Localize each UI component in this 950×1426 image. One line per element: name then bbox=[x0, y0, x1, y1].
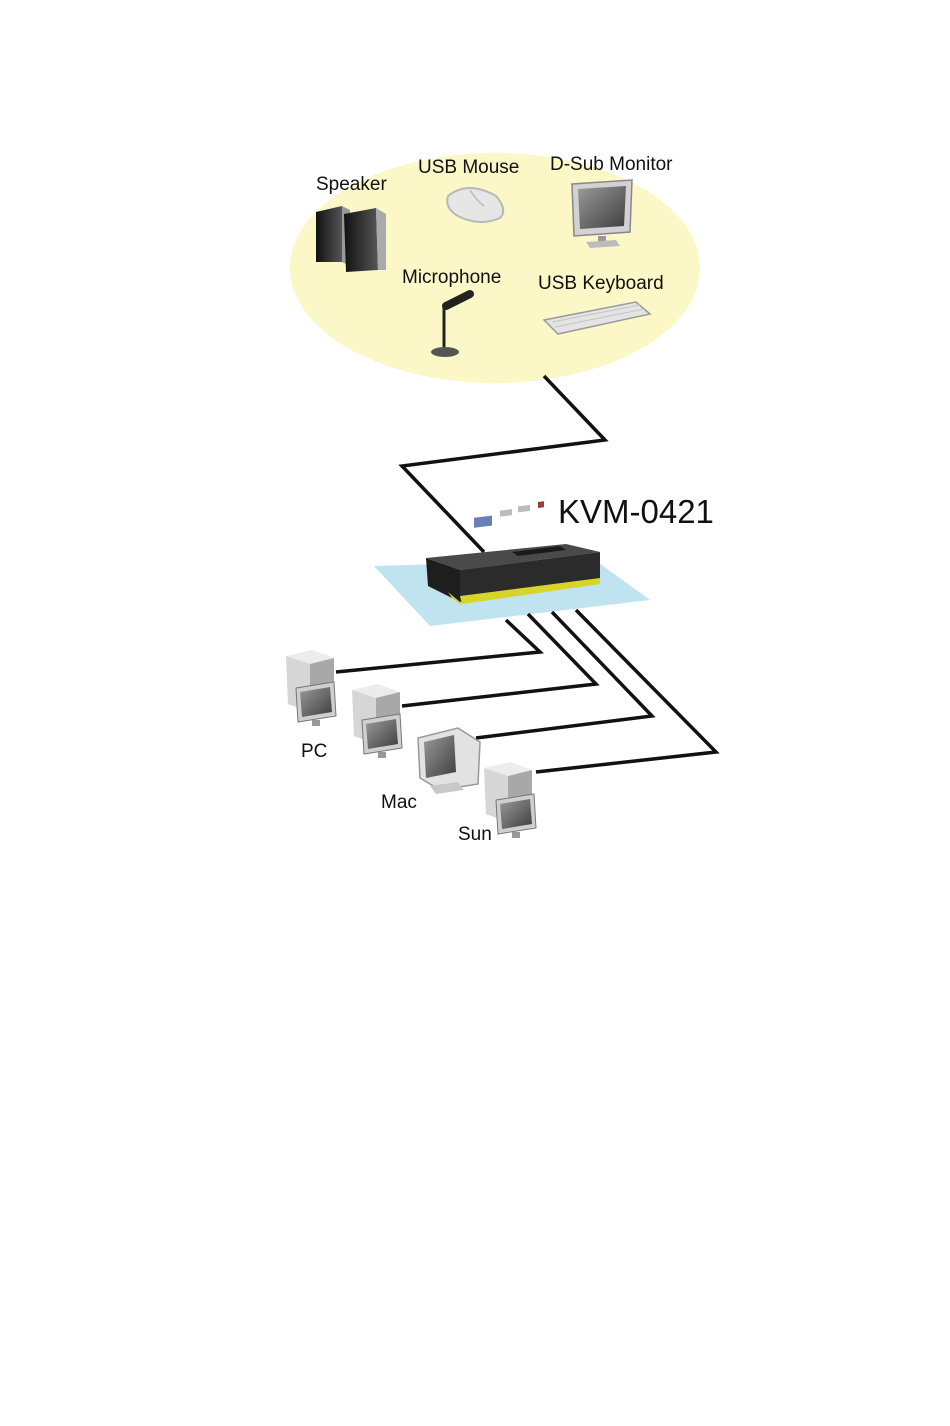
switch-model-label: KVM-0421 bbox=[558, 493, 714, 530]
crt-monitor-icon bbox=[418, 728, 480, 794]
pc-computer-icon bbox=[286, 650, 336, 726]
usb-mouse-label: USB Mouse bbox=[418, 157, 519, 178]
mac-crt-cable bbox=[476, 612, 652, 738]
speaker-label: Speaker bbox=[316, 174, 387, 195]
mac-label: Mac bbox=[381, 792, 417, 813]
microphone-label: Microphone bbox=[402, 267, 501, 288]
usb-keyboard-label: USB Keyboard bbox=[538, 273, 664, 294]
mac-computer-icon bbox=[352, 684, 402, 758]
sun-label: Sun bbox=[458, 824, 492, 845]
pc-label: PC bbox=[301, 741, 327, 762]
pc-cable bbox=[336, 620, 540, 672]
dsub-monitor-label: D-Sub Monitor bbox=[550, 154, 673, 175]
